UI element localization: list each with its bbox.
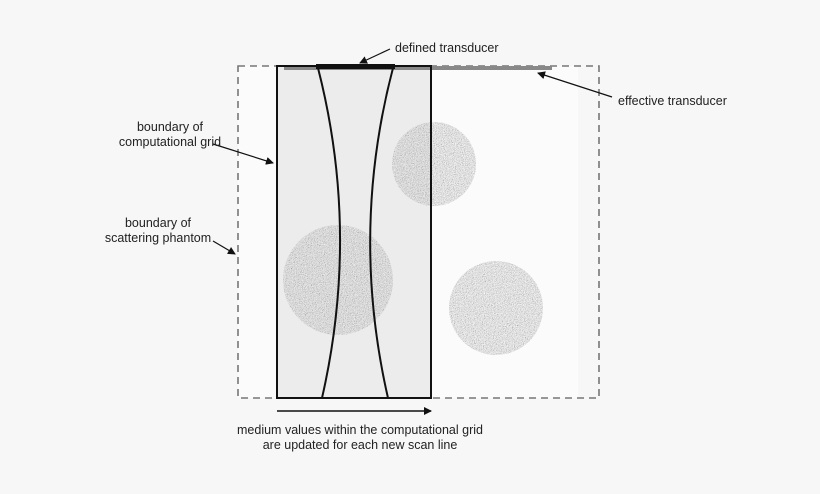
scattering-phantom-arrow bbox=[212, 240, 236, 255]
computational-grid-arrow bbox=[212, 143, 274, 165]
defined-transducer-label: defined transducer bbox=[395, 41, 499, 55]
scan-caption-line: medium values within the computational g… bbox=[237, 423, 483, 437]
scatterer-circle bbox=[392, 122, 476, 206]
defined-transducer-bar bbox=[316, 64, 395, 69]
computational-grid-label: boundary of computational grid bbox=[110, 120, 230, 150]
computational-grid-label-line: computational grid bbox=[118, 135, 222, 149]
computational-grid-label-line: boundary of bbox=[136, 120, 204, 134]
effective-transducer-bar bbox=[284, 66, 552, 70]
scan-caption-line: are updated for each new scan line bbox=[262, 438, 458, 452]
scattering-phantom-label-line: boundary of bbox=[124, 216, 192, 230]
scattering-phantom-label: boundary of scattering phantom bbox=[100, 216, 216, 246]
effective-transducer-arrow bbox=[537, 71, 613, 98]
defined-transducer-arrow bbox=[359, 48, 391, 64]
beam-left-edge bbox=[317, 67, 342, 399]
scan-caption: medium values within the computational g… bbox=[200, 423, 520, 453]
scatterer-circle bbox=[449, 261, 543, 355]
scattering-phantom-label-line: scattering phantom bbox=[104, 231, 212, 245]
effective-transducer-label: effective transducer bbox=[618, 94, 727, 108]
beam-right-edge bbox=[369, 67, 394, 399]
